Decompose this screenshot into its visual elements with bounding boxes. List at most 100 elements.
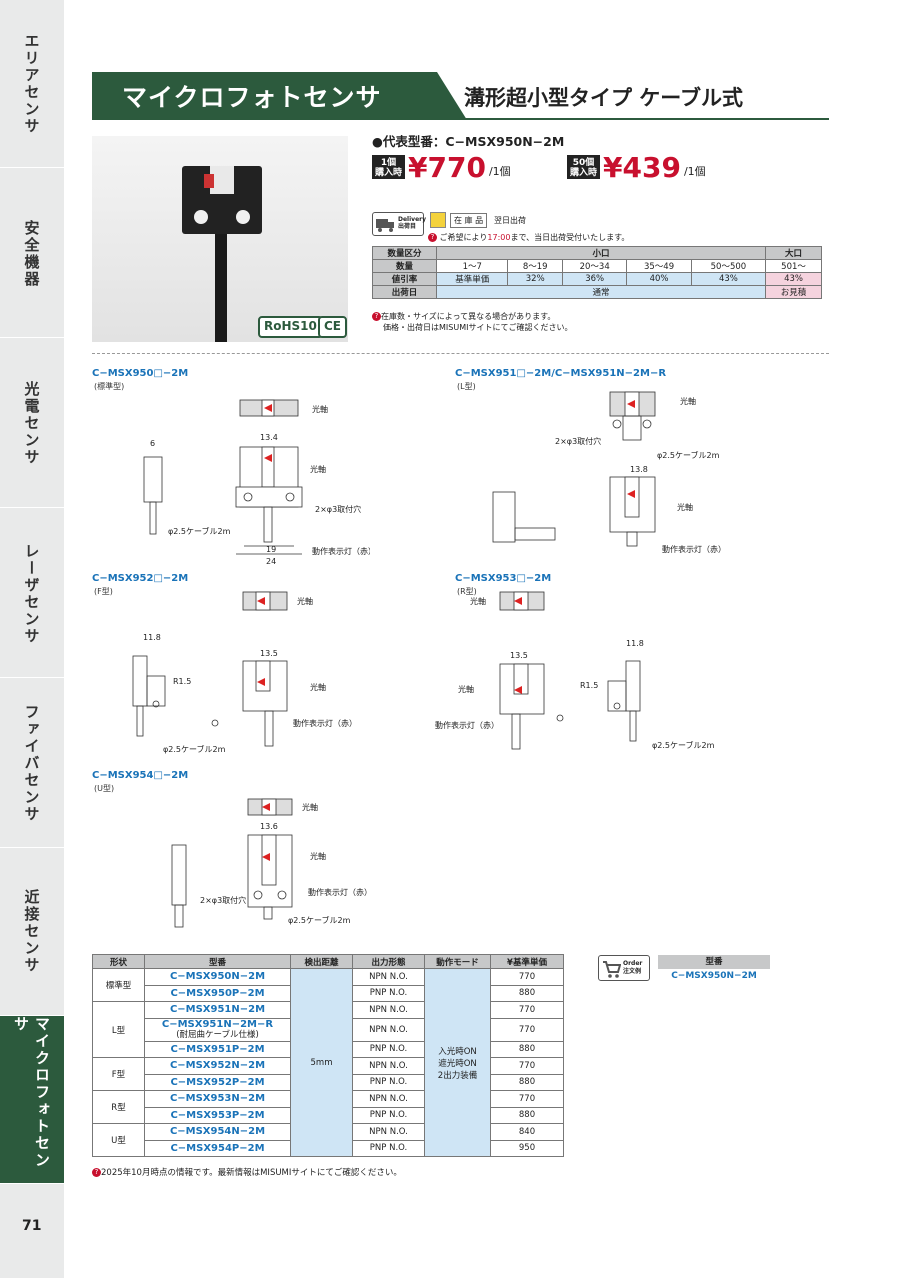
model-link[interactable]: C−MSX950N−2M <box>144 968 291 986</box>
output-cell: PNP N.O. <box>352 984 425 1002</box>
tab-fiber[interactable]: ファイバセンサ <box>0 680 64 848</box>
model-sub: (耐屈曲ケーブル仕様) <box>176 1029 259 1040</box>
mode-line: 2出力装備 <box>437 1070 478 1081</box>
info-icon: ? <box>92 1168 101 1177</box>
price-qty-suffix: 購入時 <box>375 168 403 178</box>
page-header: マイクロフォトセンサ 溝形超小型タイプ ケーブル式 <box>92 72 829 120</box>
quantity-discount-table: 数量区分 小口 大口 数量 1〜7 8〜19 20〜34 35〜49 50〜50… <box>372 246 822 299</box>
svg-text:R1.5: R1.5 <box>580 681 598 690</box>
model-link[interactable]: C−MSX954P−2M <box>144 1139 291 1157</box>
price-unit: /1個 <box>488 165 511 178</box>
tab-label: 光電センサ <box>22 381 41 466</box>
svg-text:11.8: 11.8 <box>143 633 161 642</box>
model-cell-r[interactable]: C−MSX951N−2M−R (耐屈曲ケーブル仕様) <box>144 1017 291 1042</box>
representative-model: ●代表型番：C−MSX950N−2M <box>372 134 565 149</box>
info-icon: ? <box>372 312 381 321</box>
rohs-badge: RoHS10 <box>258 316 323 338</box>
tab-area-sensor[interactable]: エリアセンサ <box>0 0 64 168</box>
category-sidebar: エリアセンサ 安全機器 光電センサ レーザセンサ ファイバセンサ 近接センサ マ… <box>0 0 64 1278</box>
qty-cell: 50〜500 <box>690 259 767 273</box>
next-day-ship: 翌日出荷 <box>494 216 526 225</box>
delivery-label-jp: 出荷目 <box>398 223 417 230</box>
mount-hole <box>194 210 208 224</box>
svg-text:φ2.5ケーブル2m: φ2.5ケーブル2m <box>657 450 720 460</box>
order-label-jp: 注文例 <box>623 968 642 975</box>
svg-text:光軸: 光軸 <box>458 684 474 694</box>
model-link[interactable]: C−MSX951N−2M−R <box>161 1018 274 1030</box>
model-link[interactable]: C−MSX953N−2M <box>144 1090 291 1108</box>
price-qty-label: 1個購入時 <box>372 155 406 179</box>
dimension-drawing-952: 光軸 光軸 11.8 13.5 R1.5 φ2.5ケーブル2m 動作表示灯（赤） <box>132 591 357 754</box>
model-link[interactable]: C−MSX953P−2M <box>144 1106 291 1124</box>
sensor-body <box>182 166 262 234</box>
model-link[interactable]: C−MSX952N−2M <box>144 1057 291 1075</box>
model-link[interactable]: C−MSX950P−2M <box>144 984 291 1002</box>
dimension-drawing-951: 光軸 光軸 2×φ3取付穴 φ2.5ケーブル2m 13.8 動作表示灯（赤） <box>492 391 726 554</box>
tab-label: レーザセンサ <box>22 542 41 645</box>
output-cell: NPN N.O. <box>352 968 425 986</box>
order-model[interactable]: C−MSX950N−2M <box>671 971 757 981</box>
diagram-title-953: C−MSX953□−2M <box>455 573 552 584</box>
svg-text:2×φ3取付穴: 2×φ3取付穴 <box>200 895 246 905</box>
tab-laser[interactable]: レーザセンサ <box>0 510 64 678</box>
page-title: マイクロフォトセンサ <box>122 83 382 112</box>
model-link[interactable]: C−MSX952P−2M <box>144 1073 291 1091</box>
output-cell: NPN N.O. <box>352 1123 425 1141</box>
output-cell: PNP N.O. <box>352 1073 425 1091</box>
price-qty: 50個 <box>572 158 595 168</box>
tab-proximity[interactable]: 近接センサ <box>0 848 64 1016</box>
svg-text:光軸: 光軸 <box>677 502 693 512</box>
tab-photoelectric[interactable]: 光電センサ <box>0 340 64 508</box>
tab-safety[interactable]: 安全機器 <box>0 170 64 338</box>
mount-hole <box>236 210 250 224</box>
cutoff-note: ? ご希望により17:00まで、当日出荷受付いたします。 <box>428 232 629 243</box>
price-cell: 840 <box>490 1123 564 1141</box>
svg-text:13.8: 13.8 <box>630 465 648 474</box>
model-link[interactable]: C−MSX951N−2M <box>144 1001 291 1019</box>
shape-cell: 標準型 <box>92 968 145 1002</box>
col-model: 型番 <box>144 954 291 969</box>
ship-quote: お見積 <box>765 285 822 299</box>
output-cell: NPN N.O. <box>352 1001 425 1019</box>
dimension-drawing-954: 光軸 光軸 動作表示灯（赤） 2×φ3取付穴 φ2.5ケーブル2m 13.6 <box>171 798 372 928</box>
price-cell: 950 <box>490 1139 564 1157</box>
svg-text:19: 19 <box>266 545 276 554</box>
price-qty-suffix: 購入時 <box>570 168 598 178</box>
indicator-led <box>204 174 214 188</box>
delivery-label: Delivery <box>398 216 427 223</box>
mode-line: 遮光時ON <box>438 1058 477 1069</box>
ship-row-label: 出荷日 <box>372 285 437 299</box>
col-distance: 検出距離 <box>290 954 353 969</box>
model-link[interactable]: C−MSX951P−2M <box>144 1040 291 1058</box>
cart-glyph <box>603 961 621 978</box>
svg-text:13.5: 13.5 <box>260 649 278 658</box>
truck-glyph <box>376 219 394 232</box>
stock-badge: 在 庫 品 <box>450 213 488 228</box>
header-underline <box>437 118 829 120</box>
price-cell: 770 <box>490 968 564 986</box>
qty-row-label: 数量 <box>372 259 437 273</box>
col-price: ¥基準単価 <box>490 954 564 969</box>
cutoff-text: ご希望により <box>439 233 488 242</box>
order-label: Order <box>623 960 643 967</box>
distance-cell: 5mm <box>290 968 353 1157</box>
svg-text:2×φ3取付穴: 2×φ3取付穴 <box>555 436 601 446</box>
mode-line: 入光時ON <box>438 1046 477 1057</box>
sensor-slot <box>210 166 234 194</box>
tab-micro-photo[interactable]: マイクロフォトセンサ <box>0 1016 64 1184</box>
svg-text:11.8: 11.8 <box>626 639 644 648</box>
svg-text:光軸: 光軸 <box>312 404 328 414</box>
ce-badge: CE <box>318 316 348 338</box>
mode-cell: 入光時ON 遮光時ON 2出力装備 <box>424 968 491 1157</box>
tab-label: エリアセンサ <box>22 32 41 135</box>
price-value: ¥439 <box>603 150 681 184</box>
qty-cell: 1〜7 <box>435 259 509 273</box>
qty-cell: 501〜 <box>765 259 822 273</box>
svg-text:光軸: 光軸 <box>680 396 696 406</box>
col-shape: 形状 <box>92 954 145 969</box>
svg-text:光軸: 光軸 <box>470 596 486 606</box>
model-link[interactable]: C−MSX954N−2M <box>144 1123 291 1141</box>
svg-text:13.4: 13.4 <box>260 433 278 442</box>
discount-cell: 43% <box>690 272 767 286</box>
diagram-title-951: C−MSX951□−2M/C−MSX951N−2M−R <box>455 368 667 379</box>
